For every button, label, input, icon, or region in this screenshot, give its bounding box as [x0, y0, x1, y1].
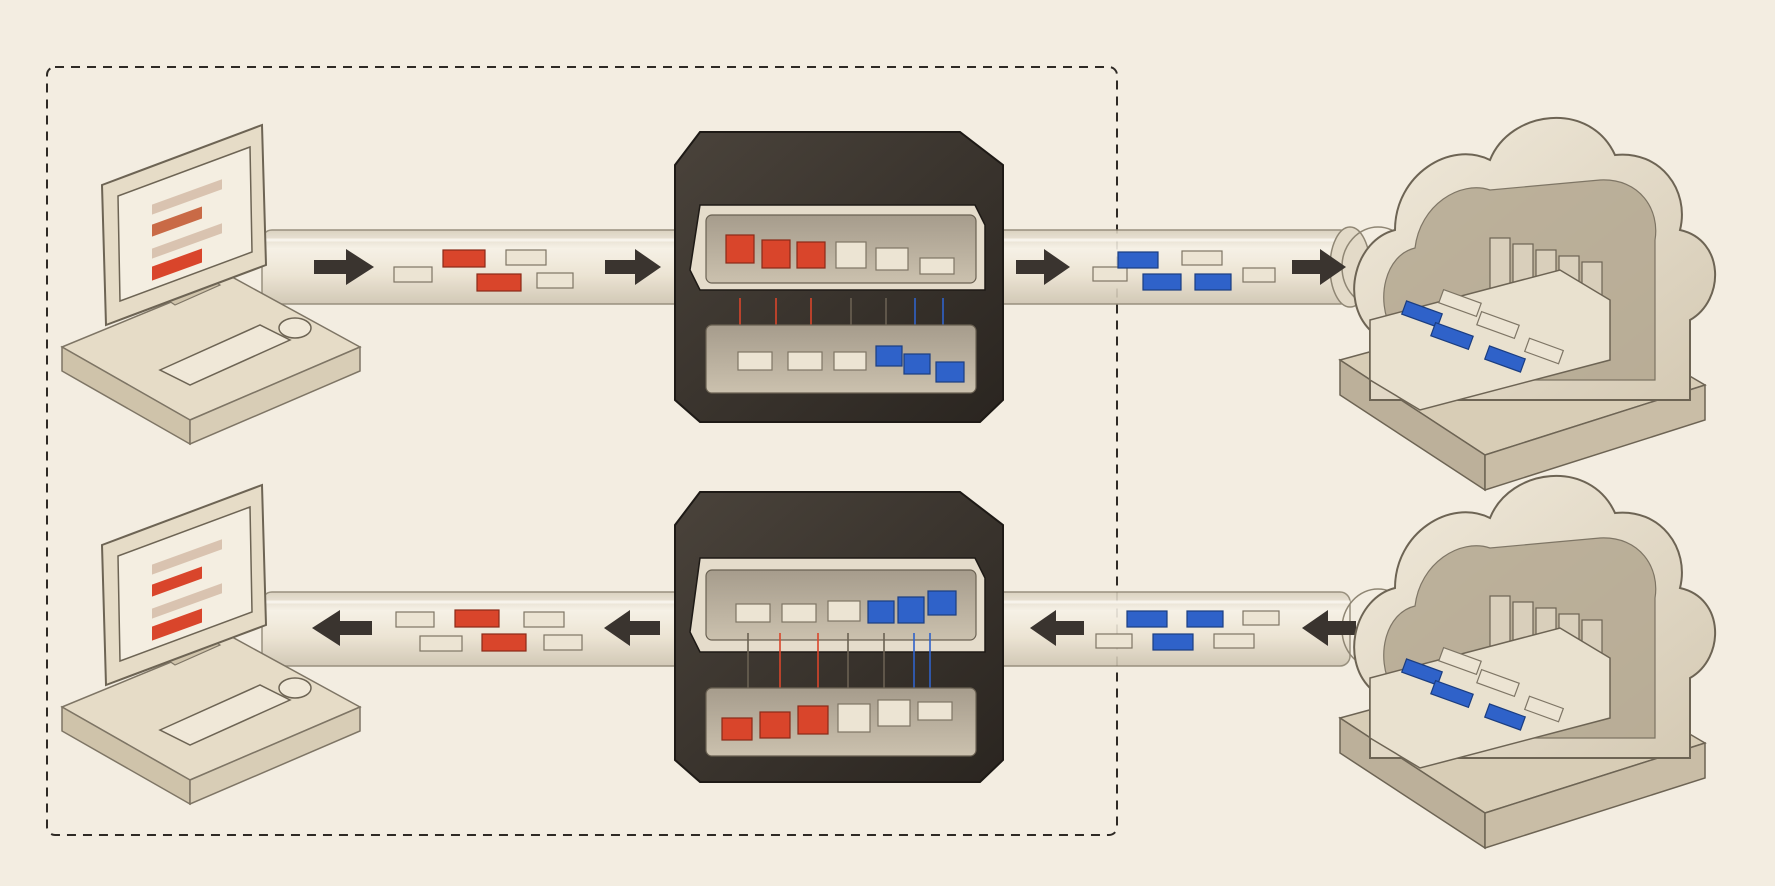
gateway-upper-tray [689, 204, 986, 291]
screen-line [152, 583, 222, 619]
packet-plain [835, 241, 867, 269]
packet-plain [737, 351, 773, 371]
packet-plain [1092, 266, 1128, 282]
arrow-left-icon [604, 610, 660, 646]
keyboard-icon [158, 324, 292, 386]
arrow-right-icon [605, 249, 661, 285]
gateway-lower-tray [705, 324, 977, 394]
packet-red [721, 717, 753, 741]
packet-blue [1117, 251, 1159, 269]
packet-plain [1181, 250, 1223, 266]
flow-outbound [261, 131, 1415, 423]
packet-plain [393, 266, 433, 283]
screen-line [152, 566, 202, 597]
flow-inbound [261, 491, 1415, 783]
gateway-lower-tray [705, 687, 977, 757]
packet-blue [1430, 321, 1474, 351]
arrow-left-icon [312, 610, 372, 646]
arrow-left-icon [1302, 610, 1356, 646]
cloud-server-icon [1338, 117, 1717, 492]
keyboard-icon [158, 684, 292, 746]
packet-blue [903, 353, 931, 375]
arrow-left-icon [1030, 610, 1084, 646]
packet-plain [543, 634, 583, 651]
packet-blue [1152, 633, 1194, 651]
packet-blue [1400, 658, 1444, 686]
computer-icon [60, 123, 362, 446]
screen-line [152, 608, 202, 641]
packet-red [761, 239, 791, 269]
packet-group-client-outbound [393, 249, 574, 292]
arrow-right-icon [1016, 249, 1070, 285]
packet-plain [917, 701, 953, 721]
packet-plain [781, 603, 817, 623]
packet-plain [1438, 288, 1482, 318]
screen-line [152, 248, 202, 281]
packet-red [454, 609, 500, 628]
packet-plain [1523, 695, 1565, 723]
packet-blue [875, 345, 903, 367]
computer-icon [60, 483, 362, 806]
packet-plain [837, 703, 871, 733]
packet-blue [1400, 300, 1444, 328]
packet-plain [919, 257, 955, 275]
packet-blue [935, 361, 965, 383]
packet-red [797, 705, 829, 735]
packet-blue [1142, 273, 1182, 291]
packet-plain [1213, 633, 1255, 649]
packet-blue [1430, 679, 1474, 709]
gateway-box-icon [674, 131, 1004, 423]
packet-blue [1194, 273, 1232, 291]
packet-blue [1483, 345, 1527, 373]
screen-line [152, 206, 202, 237]
packet-blue [1483, 703, 1527, 731]
packet-plain [1438, 646, 1482, 676]
gateway-box-icon [674, 491, 1004, 783]
packet-plain [735, 603, 771, 623]
packet-red [725, 234, 755, 264]
packet-plain [833, 351, 867, 371]
arrow-right-icon [1292, 249, 1346, 285]
cloud-server-icon [1338, 475, 1717, 850]
packet-red [476, 273, 522, 292]
packet-plain [875, 247, 909, 271]
packet-blue [1126, 610, 1168, 628]
packet-plain [523, 611, 565, 628]
packet-red [442, 249, 486, 268]
packet-blue [1186, 610, 1224, 628]
packet-plain [505, 249, 547, 266]
packet-plain [827, 600, 861, 622]
mouse-icon [278, 677, 312, 699]
packet-plain [1476, 310, 1520, 340]
packet-plain [536, 272, 574, 289]
arrow-right-icon [314, 249, 374, 285]
local-network-boundary [46, 66, 1118, 836]
packet-red [481, 633, 527, 652]
screen-line [152, 179, 222, 215]
packet-plain [1242, 610, 1280, 626]
packet-group-cloud-outbound [1092, 250, 1276, 291]
screen-line [152, 539, 222, 575]
mouse-icon [278, 317, 312, 339]
packet-plain [877, 699, 911, 727]
packet-plain [1095, 633, 1133, 649]
packet-blue [867, 600, 895, 624]
packet-plain [1523, 337, 1565, 365]
packet-plain [395, 611, 435, 628]
packet-red [759, 711, 791, 739]
packet-plain [1242, 267, 1276, 283]
packet-blue [927, 590, 957, 616]
packet-group-cloud-inbound [1095, 610, 1280, 651]
packet-blue [897, 596, 925, 624]
gateway-upper-tray [689, 557, 986, 653]
packet-red [796, 241, 826, 269]
packet-plain [419, 635, 463, 652]
packet-plain [1476, 668, 1520, 698]
packet-plain [787, 351, 823, 371]
screen-line [152, 223, 222, 259]
packet-group-client-inbound [395, 609, 583, 652]
